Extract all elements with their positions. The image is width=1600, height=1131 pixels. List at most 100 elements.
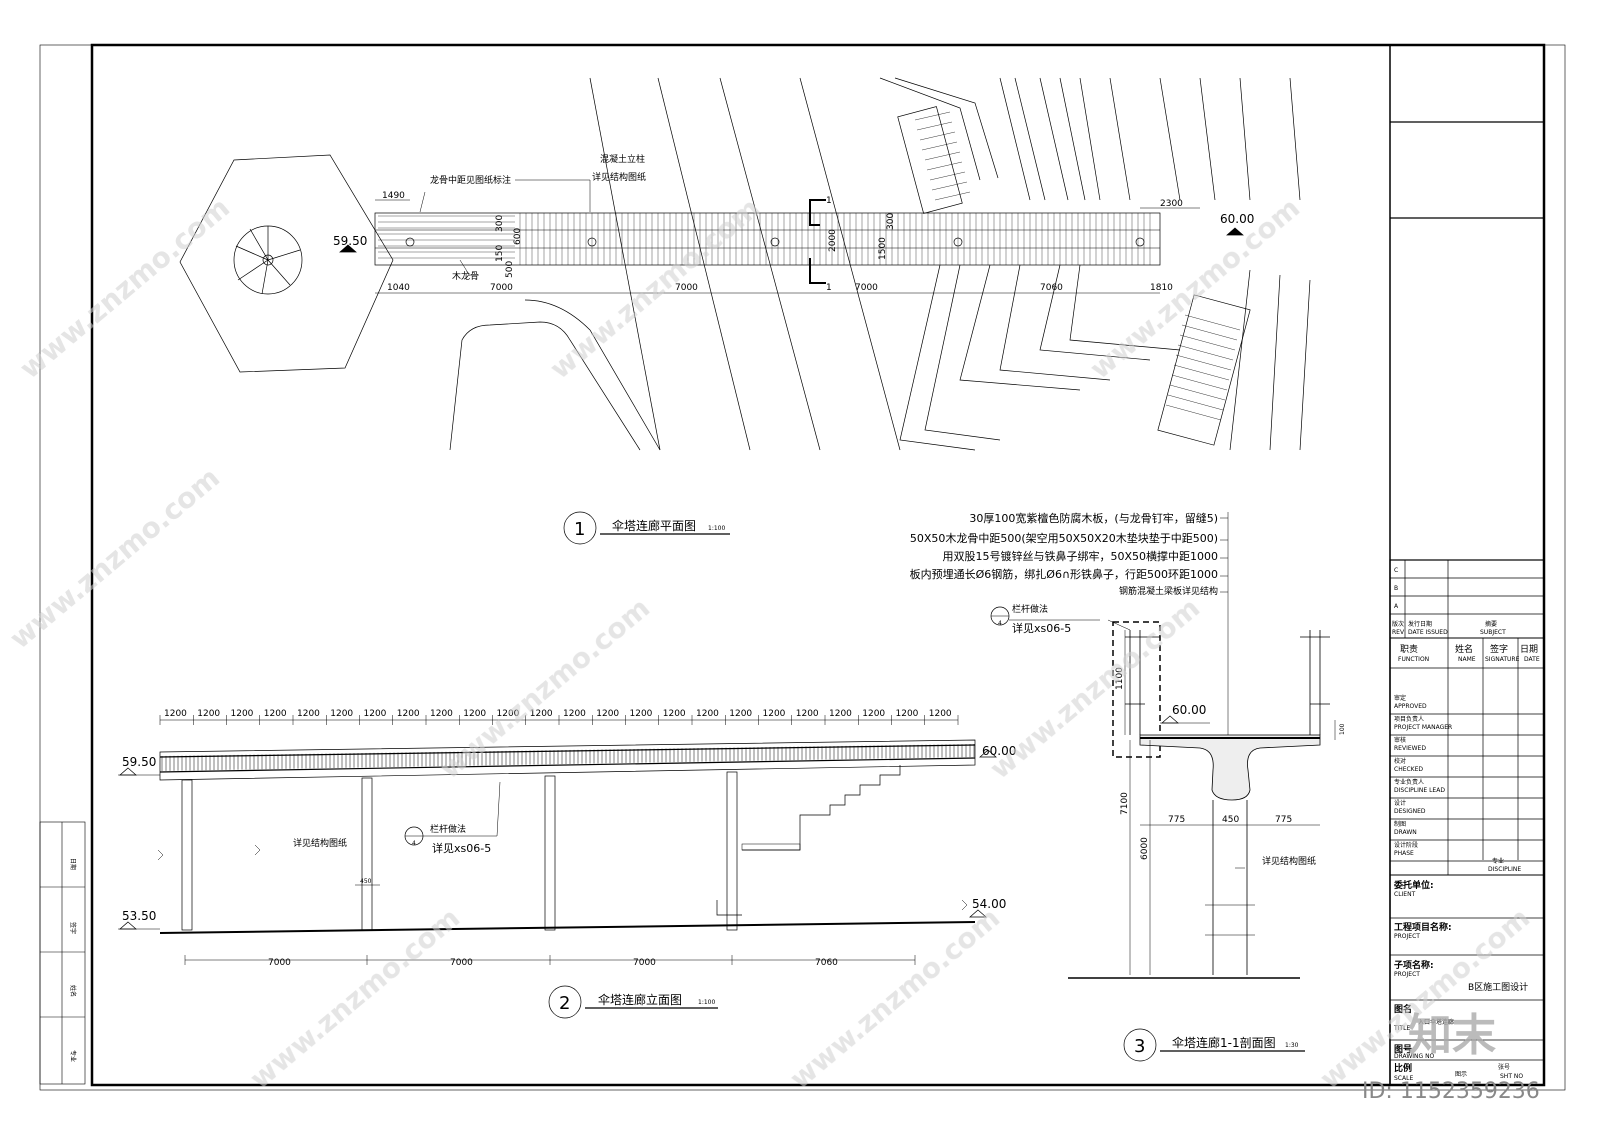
- plan-dim-top-0: 1490: [382, 191, 405, 201]
- scale-cn: 比例: [1394, 1062, 1412, 1074]
- sheet-en: SHT NO: [1500, 1073, 1523, 1080]
- plan-dim-bottom-5: 1810: [1150, 283, 1173, 293]
- client-cn: 委托单位:: [1393, 879, 1434, 891]
- section-note-0: 30厚100宽紫檀色防腐木板，(与龙骨钉牢，留缝5): [969, 511, 1218, 525]
- subproject-value: B区施工图设计: [1468, 981, 1528, 993]
- elev-top-dim: 1200: [463, 709, 486, 719]
- title-cn: 图名: [1394, 1003, 1412, 1015]
- elev-top-dim: 1200: [796, 709, 819, 719]
- plan-label-column: 混凝土立柱: [600, 153, 645, 165]
- section-slab: [1139, 734, 1321, 801]
- title-en: TITLE: [1393, 1025, 1410, 1032]
- elev-top-dim: 1200: [929, 709, 952, 719]
- section-detail-number: 4: [998, 620, 1002, 627]
- section-dim-775-right: 775: [1275, 815, 1292, 825]
- left-strip-discipline: 专业: [69, 1050, 77, 1062]
- plan-elev-left: 59.50: [333, 234, 367, 248]
- plan-labels: 龙骨中距见图纸标注 混凝土立柱 详见结构图纸 木龙骨 59.50 60.00 1…: [333, 153, 1254, 540]
- discipline-en: DISCIPLINE: [1488, 866, 1521, 873]
- plan-dim-bottom-0: 1040: [387, 283, 410, 293]
- role-en: DESIGNED: [1394, 808, 1426, 815]
- elev-top-dim: 1200: [364, 709, 387, 719]
- plan-label-wood-keel: 木龙骨: [452, 270, 479, 282]
- role-en: PHASE: [1394, 850, 1414, 857]
- brand-logo: 知末: [1408, 1010, 1496, 1061]
- elev-top-dim: 1200: [630, 709, 653, 719]
- elev-top-dim: 1200: [164, 709, 187, 719]
- section-title-number: 3: [1134, 1036, 1145, 1057]
- duty-function-cn: 职责: [1400, 643, 1418, 655]
- elev-dim-bottom-0: 7000: [268, 958, 291, 968]
- elev-top-dim: 1200: [231, 709, 254, 719]
- elev-bottom-left: 53.50: [122, 909, 156, 923]
- elev-top-dim: 1200: [530, 709, 553, 719]
- plan-title: 伞塔连廊平面图: [612, 518, 696, 533]
- section-dim-7100: 7100: [1120, 792, 1130, 815]
- elev-bottom-right: 54.00: [972, 897, 1006, 911]
- elev-dim-bottom-3: 7060: [815, 958, 838, 968]
- image-id: ID: 1152359236: [1362, 1079, 1540, 1104]
- elev-top-dim: 1200: [297, 709, 320, 719]
- walkway-deck: [374, 212, 1161, 266]
- role-en: REVIEWED: [1394, 745, 1426, 752]
- role-en: APPROVED: [1394, 703, 1427, 710]
- elev-top-dim: 1200: [430, 709, 453, 719]
- role-cn: 审核: [1394, 736, 1406, 744]
- elev-top-dim: 1200: [829, 709, 852, 719]
- section-dim-6000: 6000: [1140, 837, 1150, 860]
- brand-mark: 知末 ID: 1152359236: [1362, 1010, 1540, 1104]
- title-value: 入口伞塔连廊: [1418, 1018, 1454, 1026]
- elev-scale: 1:100: [698, 999, 715, 1006]
- section-labels: 30厚100宽紫檀色防腐木板，(与龙骨钉牢，留缝5) 50X50木龙骨中距500…: [910, 511, 1346, 1057]
- section-dim-775-left: 775: [1168, 815, 1185, 825]
- watermark-text: www.znzmo.com: [13, 191, 236, 385]
- left-strip-date: 日期: [69, 858, 77, 870]
- plan-section-mark-top: 1: [826, 196, 832, 206]
- watermark-text: www.znzmo.com: [1083, 191, 1306, 385]
- elev-top-dim: 1200: [197, 709, 220, 719]
- plan-view: [179, 77, 1311, 545]
- section-label-struct: 详见结构图纸: [1262, 855, 1316, 867]
- duty-function-en: FUNCTION: [1398, 656, 1429, 663]
- elev-top-dim: 1200: [563, 709, 586, 719]
- duty-date-en: DATE: [1524, 656, 1540, 663]
- drawing-no-en: DRAWING NO: [1394, 1053, 1435, 1060]
- rev-header-subject-cn: 摘要: [1485, 620, 1497, 628]
- plan-dim-bottom-3: 7000: [855, 283, 878, 293]
- plan-title-number: 1: [574, 519, 585, 540]
- rev-row-c: C: [1394, 567, 1398, 574]
- section-label-rail: 栏杆做法: [1012, 603, 1048, 615]
- elev-top-left: 59.50: [122, 755, 156, 769]
- watermark-text: www.znzmo.com: [3, 461, 226, 655]
- role-en: DISCIPLINE LEAD: [1394, 787, 1445, 794]
- elev-label-rail-ref: 详见xs06-5: [432, 841, 491, 855]
- plan-dim-vert-0: 2000: [828, 229, 838, 252]
- section-note-1: 50X50木龙骨中距500(架空用50X50X20木垫块垫于中距500): [910, 531, 1218, 545]
- rev-row-a: A: [1394, 603, 1399, 610]
- section-note-3: 板内预埋通长Ø6钢筋，绑扎Ø6∩形铁鼻子，行距500环距1000: [910, 567, 1218, 581]
- elev-top-dim: 1200: [596, 709, 619, 719]
- elev-label-rail: 栏杆做法: [430, 823, 466, 835]
- title-block-grid: [1389, 559, 1545, 1086]
- elevation-view: [118, 715, 997, 1019]
- discipline-cn: 专业: [1492, 857, 1504, 865]
- role-cn: 项目负责人: [1394, 715, 1424, 723]
- plan-dim-bottom-4: 7060: [1040, 283, 1063, 293]
- rev-header-date-cn: 发行日期: [1408, 620, 1432, 628]
- pentagon-platform: [179, 154, 394, 373]
- plan-dim-bottom-1: 7000: [490, 283, 513, 293]
- scale-en: SCALE: [1394, 1075, 1413, 1082]
- role-cn: 专业负责人: [1394, 778, 1424, 786]
- elev-top-right: 60.00: [982, 744, 1016, 758]
- elev-top-dim: 1200: [729, 709, 752, 719]
- left-strip-labels: 日期 签字 姓名 专业: [69, 858, 77, 1062]
- duty-name-cn: 姓名: [1455, 643, 1473, 655]
- section-title: 伞塔连廊1-1剖面图: [1172, 1035, 1276, 1050]
- elev-top-dim: 1200: [696, 709, 719, 719]
- plan-section-mark-bottom: 1: [826, 283, 832, 293]
- duty-signature-cn: 签字: [1490, 643, 1508, 655]
- title-block-labels: C B A 版次 REV 发行日期 DATE ISSUED 摘要 SUBJECT…: [1392, 567, 1540, 1082]
- elev-title-number: 2: [559, 993, 570, 1014]
- plan-dim-vert-1: 1500: [878, 237, 888, 260]
